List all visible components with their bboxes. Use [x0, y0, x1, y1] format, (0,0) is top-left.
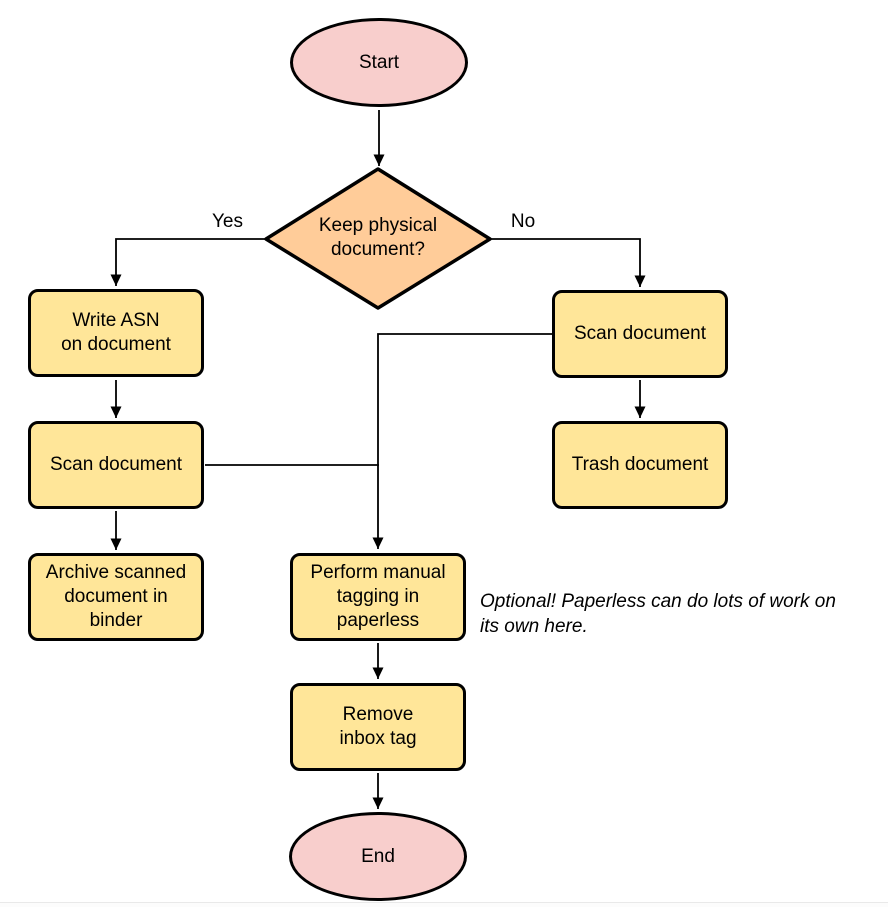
decision-node-label: Keep physical document? [318, 215, 438, 260]
remove-inbox-tag-label: Remove inbox tag [339, 704, 417, 749]
manual-tagging-node: Perform manual tagging in paperless [290, 553, 466, 641]
edge-decision-no-to-scan-right [490, 238, 646, 287]
end-node: End [289, 812, 467, 901]
archive-node-label: Archive scanned document in binder [45, 562, 187, 631]
remove-inbox-tag-node: Remove inbox tag [290, 683, 466, 771]
write-asn-node-label: Write ASN on document [61, 310, 171, 355]
write-asn-node: Write ASN on document [28, 289, 204, 377]
optional-note: Optional! Paperless can do lots of work … [480, 591, 836, 637]
scan-document-left-label: Scan document [49, 454, 183, 475]
end-node-label: End [361, 845, 395, 867]
edge-scan-right-to-tagging [372, 333, 552, 549]
scan-document-right-label: Scan document [573, 323, 707, 344]
trash-document-label: Trash document [571, 454, 709, 475]
start-node-label: Start [358, 51, 400, 73]
edge-label-yes: Yes [212, 211, 243, 232]
page-below-area [0, 903, 888, 907]
archive-node: Archive scanned document in binder [28, 553, 204, 641]
scan-document-left-node: Scan document [28, 421, 204, 509]
edge-decision-yes-to-write-asn [110, 238, 266, 286]
manual-tagging-label: Perform manual tagging in paperless [310, 562, 446, 631]
trash-document-node: Trash document [552, 421, 728, 509]
page-boundary-line [0, 902, 888, 903]
decision-diamond-shape [264, 167, 492, 310]
scan-document-right-node: Scan document [552, 290, 728, 378]
edge-label-no: No [510, 211, 536, 232]
start-node: Start [290, 18, 468, 107]
